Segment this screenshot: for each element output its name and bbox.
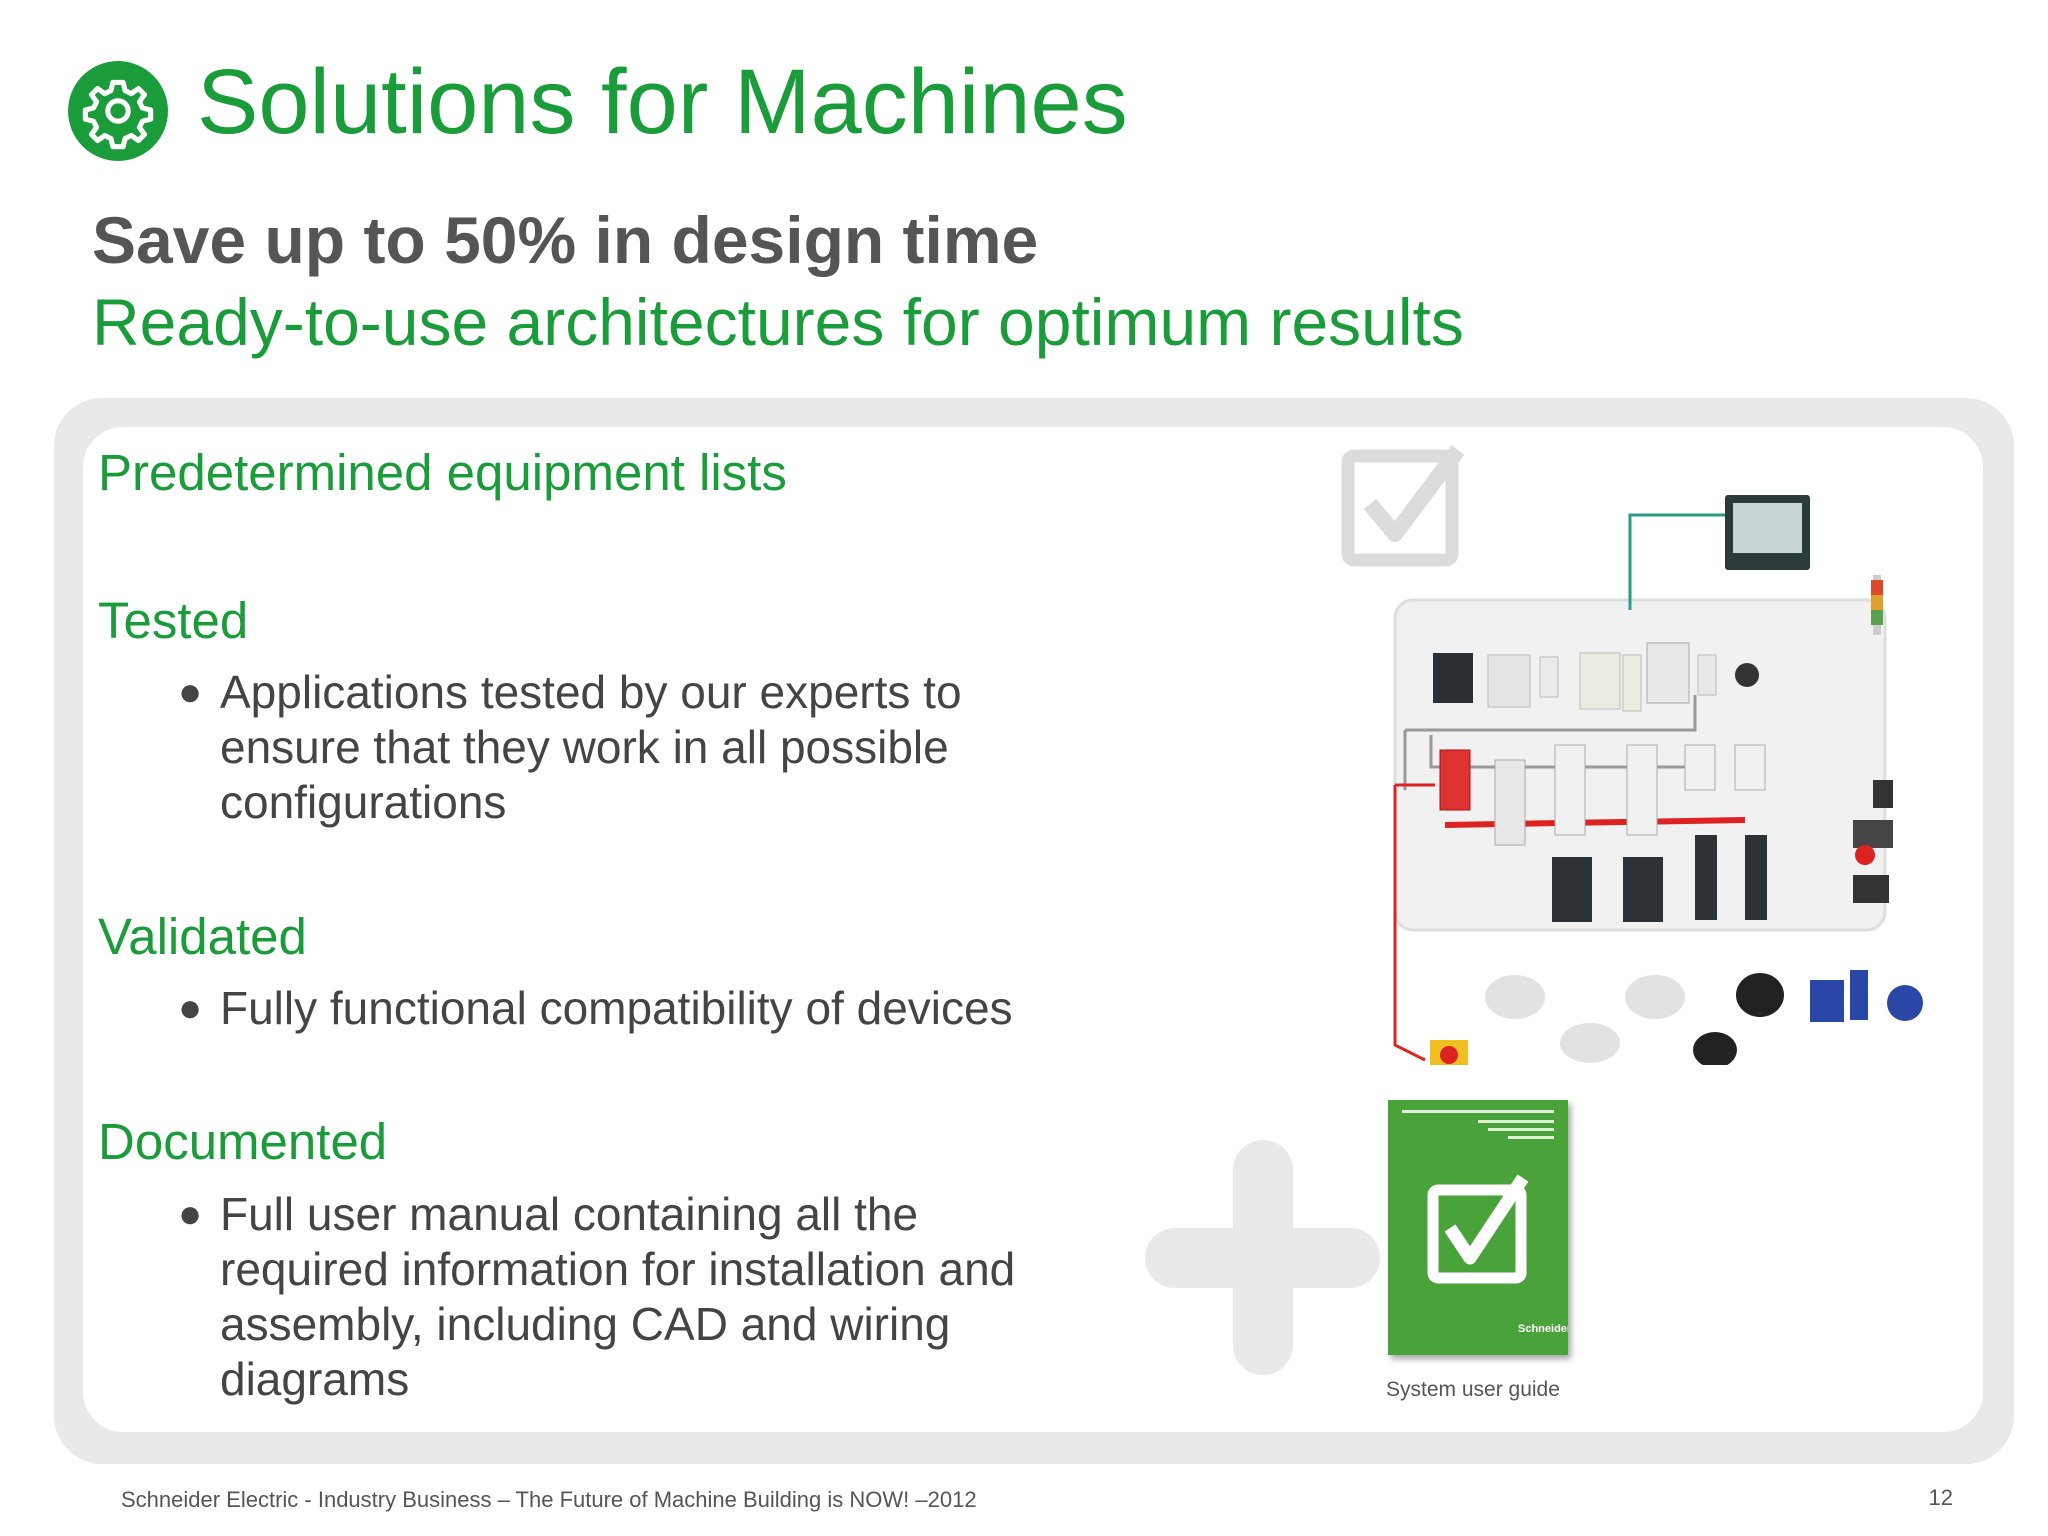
architecture-diagram [1393,495,1923,1065]
subtitle: Ready-to-use architectures for optimum r… [92,285,1464,359]
bullet-line: required information for installation an… [220,1243,1016,1295]
guide-checkbox-icon: Schneider [1402,1110,1572,1335]
bullet-line: ensure that they work in all possible [220,721,949,773]
section-heading-validated: Validated [98,908,307,965]
section-heading-tested: Tested [98,592,249,649]
guide-brand: Schneider [1518,1323,1568,1335]
bullet-line: Fully functional compatibility of device… [220,982,1013,1034]
bullet-line: configurations [220,776,507,828]
gear-icon [68,61,168,161]
bullet-line: diagrams [220,1353,410,1405]
section-heading-documented: Documented [98,1113,388,1170]
bullet-dot: ● [178,1192,203,1236]
bullet-line: Full user manual containing all the [220,1188,919,1240]
bullet-line: Applications tested by our experts to [220,666,962,718]
page-number: 12 [1928,1485,1953,1510]
subtitle-bold: Save up to 50% in design time [92,203,1039,277]
system-user-guide-cover: Schneider [1388,1100,1572,1355]
plus-icon [1145,1140,1380,1375]
page-title: Solutions for Machines [197,51,1128,153]
footer-text: Schneider Electric - Industry Business –… [121,1487,977,1512]
guide-caption: System user guide [1386,1378,1560,1401]
bullet-line: assembly, including CAD and wiring [220,1298,951,1350]
checkbox-icon [1341,445,1465,567]
bullet-dot: ● [178,670,203,714]
bullet-dot: ● [178,986,203,1030]
intro-text: Predetermined equipment lists [98,444,787,501]
